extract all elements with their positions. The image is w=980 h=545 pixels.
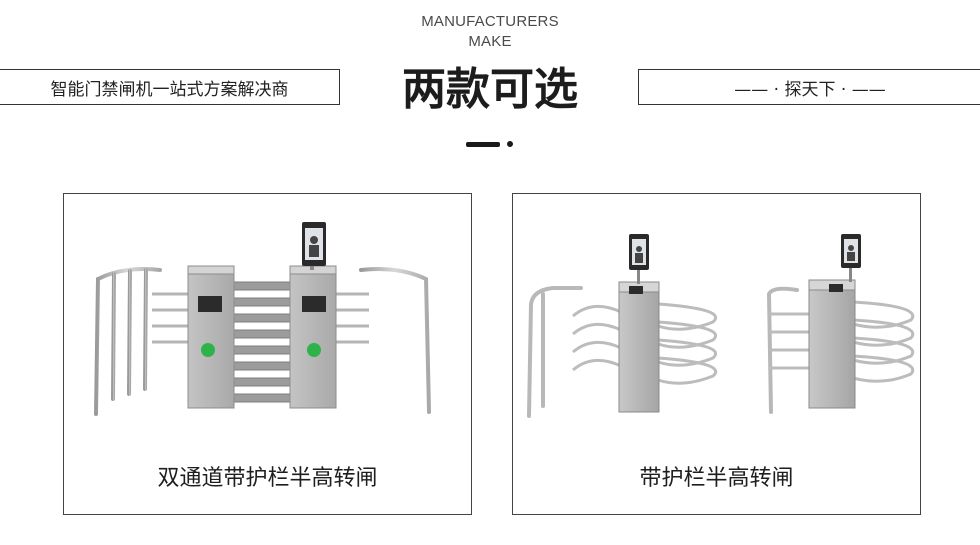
product-caption: 带护栏半高转闸 [639,466,794,491]
manufacturers-label: MANUFACTURERS [421,13,559,30]
dual-channel-turnstile-image [94,222,431,416]
make-label: MAKE [468,33,512,50]
title-underline [466,142,500,147]
slogan-text: 智能门禁闸机一站式方案解决商 [50,79,289,100]
guardrail-turnstile-image [527,234,915,418]
brand-text: —— · 探天下 · —— [734,79,886,100]
brand-box: —— · 探天下 · —— [638,69,980,105]
slogan-box: 智能门禁闸机一站式方案解决商 [0,69,340,105]
product-caption: 双通道带护栏半高转闸 [157,466,378,491]
title-underline-dot [507,141,513,147]
product-card-guardrail[interactable]: 带护栏半高转闸 [512,193,921,515]
product-card-dual-channel[interactable]: 双通道带护栏半高转闸 [63,193,472,515]
page-title: 两款可选 [402,64,578,115]
